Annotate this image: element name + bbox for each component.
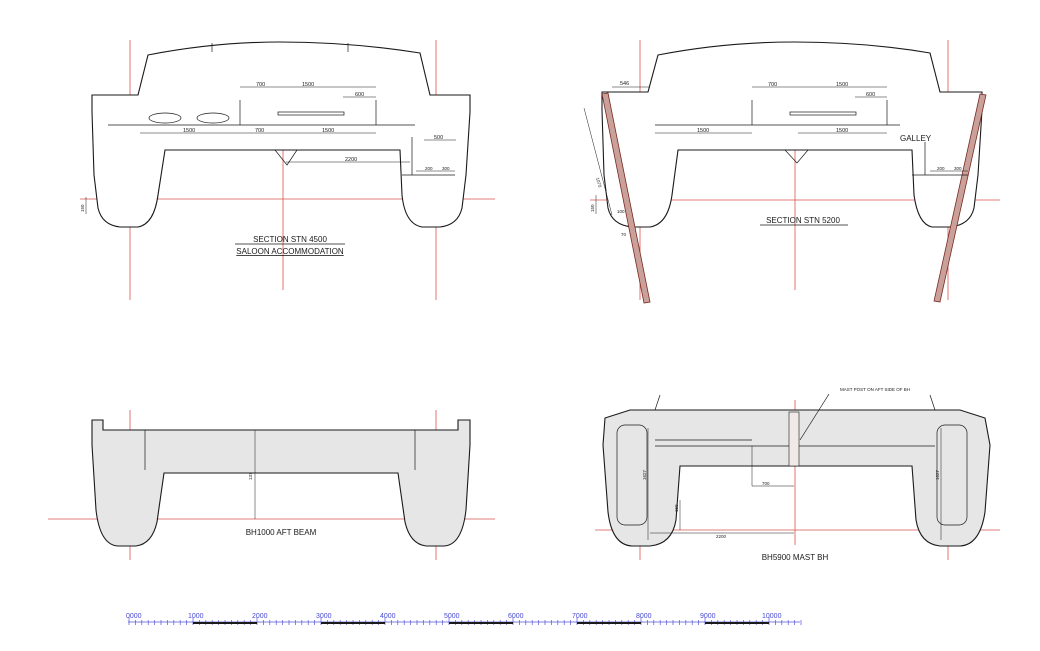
scale-label-10: 10000 [762,613,782,620]
leeboard-right [933,93,987,303]
dim-150: 150 [590,204,595,212]
section-title-bh1000: BH1000 AFT BEAM [246,528,317,537]
dim-1500-right: 1500 [322,128,334,134]
section-title-stn5200: SECTION STN 5200 [766,216,840,225]
dim-200: 200 [425,166,433,171]
dim-1500-left: 1500 [183,128,195,134]
scale-label-9: 9000 [700,613,716,620]
dim-300: 300 [442,166,450,171]
dim-1627-left: 1627 [642,469,647,480]
scale-label-7: 7000 [572,613,588,620]
hull-outline-stn4500 [91,41,471,228]
dim-150: 150 [674,504,679,512]
dim-600: 600 [866,92,875,98]
section-title-stn4500: SECTION STN 4500 [253,235,327,244]
dim-2200: 2200 [345,157,357,163]
dim-2200: 2200 [716,534,727,539]
mast-post [788,411,800,467]
section-stn4500: 700 1500 600 1500 700 1500 2200 500 200 … [80,40,495,300]
dim-600: 600 [355,92,364,98]
scale-label-2: 2000 [252,613,268,620]
dim-700: 700 [768,82,777,88]
scale-label-8: 8000 [636,613,652,620]
dim-1500-top: 1500 [302,82,314,88]
section-subtitle-stn4500: SALOON ACCOMMODATION [236,247,344,256]
dim-700-mid: 700 [255,128,264,134]
section-stn5200: 546 700 1500 600 1500 1500 200 300 150 1… [583,40,1000,304]
dim-200: 200 [937,166,945,171]
dim-700-top: 700 [256,82,265,88]
dim-1500-left: 1500 [697,128,709,134]
scale-bar: 0000 1000 2000 3000 4000 5000 6000 7000 … [126,613,802,625]
hull-outline-bh1000 [91,419,471,547]
section-title-bh5900: BH5900 MAST BH [762,553,829,562]
label-galley: GALLEY [900,134,932,143]
section-bh5900: 700 1627 1627 150 2200 MAST POST ON AFT … [595,387,1000,562]
scale-label-4: 4000 [380,613,396,620]
scale-label-5: 5000 [444,613,460,620]
leeboard-left [601,92,651,304]
dim-70: 70 [621,232,627,237]
scale-label-0: 0000 [126,613,142,620]
note-mast-post: MAST POST ON AFT SIDE OF BH [840,387,910,392]
dim-700: 700 [762,481,770,486]
hull-outline-bh5900 [602,409,991,547]
dim-300: 300 [954,166,962,171]
dim-137: 137 [248,472,253,480]
section-bh1000: 137 BH1000 AFT BEAM [48,410,495,560]
dim-1500-right: 1500 [836,128,848,134]
scale-label-3: 3000 [316,613,332,620]
dim-1070: 1070 [595,177,603,188]
dim-500: 500 [434,135,443,141]
dim-546: 546 [620,81,629,87]
dim-1500-top: 1500 [836,82,848,88]
dim-150: 150 [80,204,85,212]
dim-1627-right: 1627 [935,469,940,480]
scale-label-6: 6000 [508,613,524,620]
scale-label-1: 1000 [188,613,204,620]
dim-100: 100 [617,209,625,214]
